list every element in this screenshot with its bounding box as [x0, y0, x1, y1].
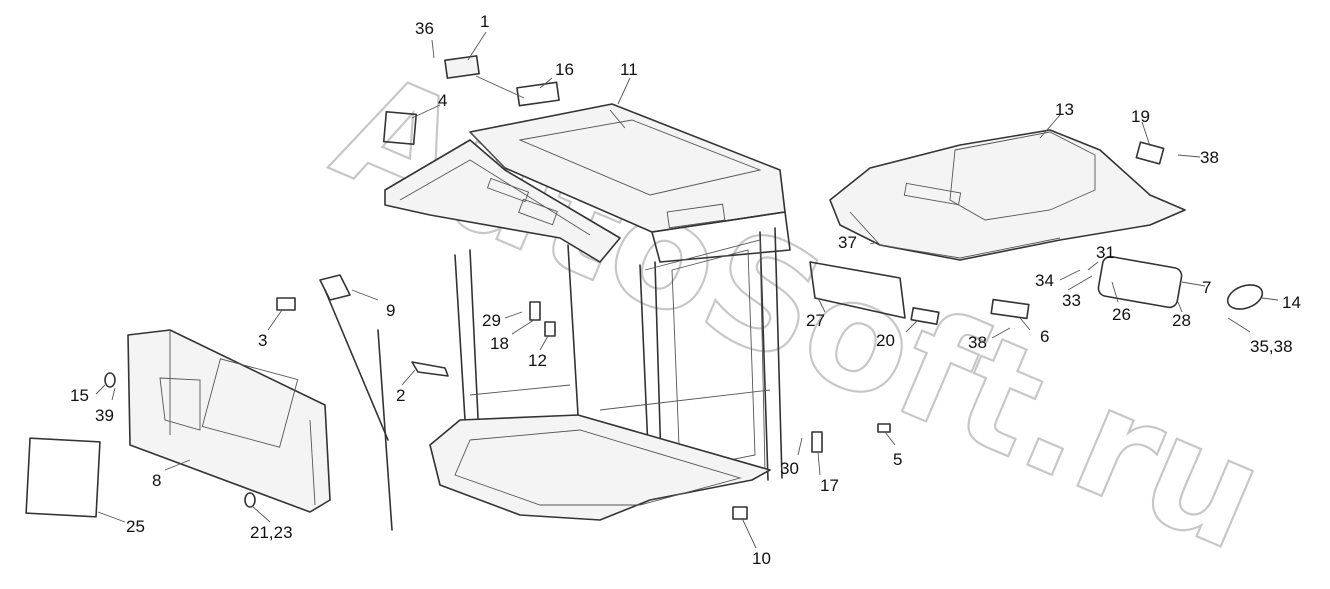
- rear-glass: [25, 437, 101, 518]
- callout-9: 9: [386, 301, 395, 320]
- callout-17: 17: [820, 476, 839, 495]
- cab-frame: [384, 103, 791, 521]
- callout-18: 18: [490, 334, 509, 353]
- leader-lines: [95, 31, 1279, 549]
- callout-34: 34: [1035, 271, 1054, 290]
- callout-31: 31: [1096, 243, 1115, 262]
- callout-3: 3: [258, 331, 267, 350]
- callout-37: 37: [838, 233, 857, 252]
- callout-36: 36: [415, 19, 434, 38]
- callout-14: 14: [1282, 293, 1301, 312]
- callout-26: 26: [1112, 305, 1131, 324]
- callout-21-23: 21,23: [250, 523, 293, 542]
- callout-11: 11: [620, 60, 638, 79]
- callout-12: 12: [528, 351, 547, 370]
- callout-15: 15: [70, 386, 89, 405]
- callout-5: 5: [893, 450, 902, 469]
- callout-labels: 36 1 16 11 4 13 19 38 37 31 34 7 14 33 2…: [70, 12, 1301, 568]
- callout-4: 4: [438, 91, 447, 110]
- callout-7: 7: [1202, 278, 1211, 297]
- callout-1: 1: [480, 12, 489, 31]
- callout-38b: 38: [968, 333, 987, 352]
- callout-35-38: 35,38: [1250, 337, 1293, 356]
- callout-33: 33: [1062, 291, 1081, 310]
- callout-28: 28: [1172, 311, 1191, 330]
- callout-20: 20: [876, 331, 895, 350]
- roof-lining: [829, 129, 1186, 261]
- callout-30: 30: [780, 459, 799, 478]
- callout-39: 39: [95, 406, 114, 425]
- callout-25: 25: [126, 517, 145, 536]
- callout-8: 8: [152, 471, 161, 490]
- callout-38a: 38: [1200, 148, 1219, 167]
- callout-29: 29: [482, 311, 501, 330]
- callout-10: 10: [752, 549, 771, 568]
- callout-19: 19: [1131, 107, 1150, 126]
- wiper-assembly: [319, 274, 393, 531]
- small-parts: [104, 55, 1264, 520]
- callout-2: 2: [396, 386, 405, 405]
- callout-16: 16: [555, 60, 574, 79]
- rear-panel: [127, 329, 331, 513]
- callout-27: 27: [806, 311, 825, 330]
- callout-13: 13: [1055, 100, 1074, 119]
- callout-6: 6: [1040, 327, 1049, 346]
